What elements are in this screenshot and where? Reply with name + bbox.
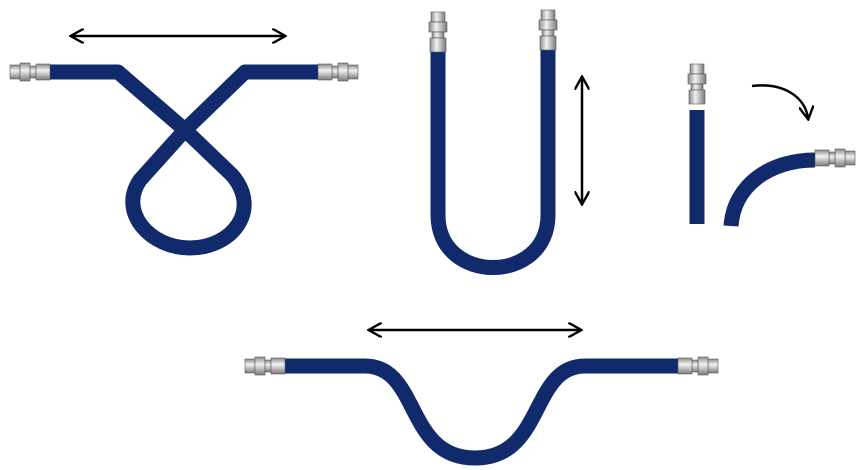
connector-left — [428, 11, 448, 53]
twisted-loop-cable — [9, 36, 359, 256]
connector-vertical — [687, 63, 707, 105]
bent-cable — [687, 63, 856, 227]
connector-right — [317, 62, 359, 82]
cable — [48, 64, 325, 256]
connector-right — [538, 9, 558, 51]
cable — [430, 50, 556, 275]
u-bend-cable — [428, 9, 582, 275]
connector-left — [9, 62, 51, 82]
connector-right — [677, 356, 719, 376]
connector-right — [814, 148, 856, 168]
curved-cable — [723, 152, 816, 227]
curved-arrow-icon — [751, 84, 808, 118]
cable — [285, 358, 685, 466]
connector-left — [244, 356, 286, 376]
dip-cable — [244, 330, 719, 466]
